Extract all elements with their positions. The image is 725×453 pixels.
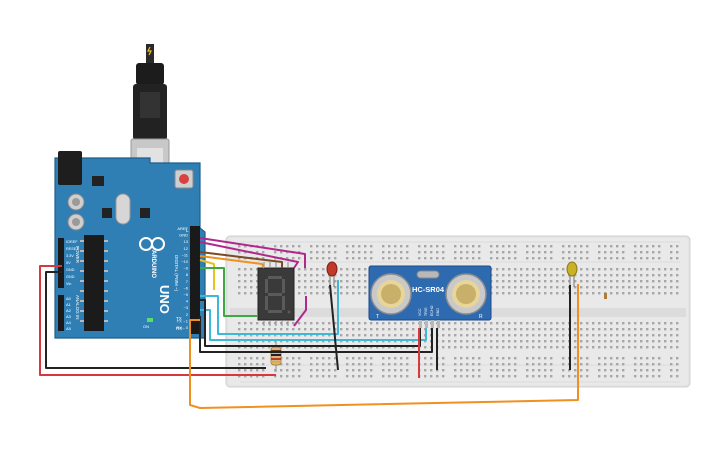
pin-label: ~6: [183, 285, 188, 290]
wire-brown: [199, 251, 283, 268]
analog-pin-label: A3: [66, 314, 72, 319]
pin-label: ~10: [181, 259, 189, 264]
analog-pin-label: A4: [66, 320, 72, 325]
sensor-pin-label: ECHO: [430, 305, 434, 316]
arduino-uno: ARDUINO UNO DIGITAL (PWM ~) ANALOG IN PO…: [54, 44, 206, 339]
pin-label: ~11: [182, 252, 189, 257]
pin-label: AREF: [177, 226, 188, 231]
power-label: POWER: [75, 246, 80, 264]
pin-label: RX←0: [176, 325, 189, 330]
tx-label: TX: [176, 316, 182, 321]
pin-label: TX→1: [177, 318, 189, 323]
sensor-pin-label: VCC: [418, 308, 422, 316]
power-pin-labels: IOREF RESET 3.3V 5V GND GND Vin: [66, 240, 79, 286]
wire-magenta-3: [293, 296, 307, 327]
seven-segment-display: [257, 262, 295, 326]
wire-cyan-2: [200, 309, 427, 341]
wire-magenta-1: [199, 237, 306, 268]
wire-black-2: [199, 316, 433, 353]
power-pin-label: RESET: [66, 247, 79, 251]
analog-pin-label: A1: [66, 302, 72, 307]
wire-magenta-2: [199, 241, 299, 269]
analog-pin-label: A2: [66, 308, 72, 313]
wire-green: [200, 267, 258, 317]
analog-label: ANALOG IN: [75, 295, 80, 320]
pin-label: ~5: [183, 292, 188, 297]
pin-label: 8: [186, 272, 189, 277]
power-pin-label: GND: [66, 275, 75, 279]
wire-orange-short: [199, 255, 265, 269]
arduino-brand: ARDUINO: [150, 250, 156, 278]
rx-label: RX: [176, 326, 182, 331]
pin-label: 12: [184, 246, 189, 251]
pin-label: 4: [186, 299, 189, 304]
arduino-model: UNO: [157, 285, 172, 314]
led-l-label: L: [186, 228, 189, 233]
wire-cyan: [200, 280, 339, 335]
power-pin-label: GND: [66, 268, 75, 272]
wire-black-gnd: [45, 271, 266, 369]
on-led: [147, 318, 153, 322]
power-pin-label: 5V: [66, 261, 71, 265]
yellow-led: [566, 261, 578, 287]
pin-label: 13: [184, 239, 189, 244]
pin-label: 7: [186, 279, 189, 284]
on-label: ON: [143, 324, 149, 329]
digital-label: DIGITAL (PWM ~): [174, 255, 179, 292]
sensor-pin-label: GND: [436, 308, 440, 316]
power-pin-label: 3.3V: [66, 254, 74, 258]
pin-label: 2: [186, 312, 189, 317]
pin-label: GND: [179, 233, 188, 238]
analog-pin-label: A0: [66, 296, 72, 301]
sensor-pin-label: TRIG: [424, 307, 428, 316]
red-led: [326, 261, 338, 287]
power-pin-label: Vin: [66, 282, 71, 286]
wires: [39, 237, 579, 409]
sensor-corner-left: T: [376, 314, 379, 320]
wire-orange-long: [189, 284, 579, 409]
arduino-logo: [139, 237, 165, 251]
transducer-right: [445, 273, 487, 315]
sensor-corner-right: R: [479, 314, 483, 320]
power-pin-label: IOREF: [66, 240, 78, 244]
wire-black-led: [329, 284, 339, 371]
small-jumper: [604, 293, 607, 299]
sensor-label: HC-SR04: [412, 285, 445, 294]
pin-label: ~3: [183, 305, 188, 310]
pin-label: ~9: [183, 266, 188, 271]
transducer-left: [370, 273, 412, 315]
analog-pin-label: A5: [66, 326, 72, 331]
wire-yellow: [199, 259, 215, 290]
wire-red-power: [39, 265, 276, 376]
